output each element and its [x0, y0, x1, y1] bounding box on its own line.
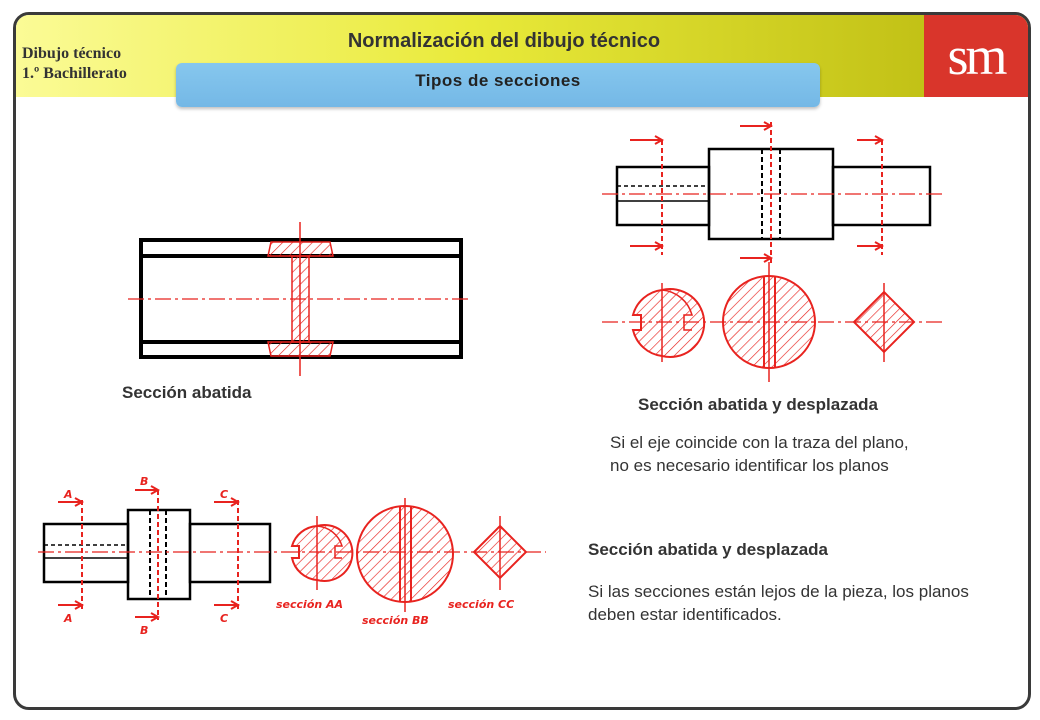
caption-top-right: Sección abatida y desplazada	[638, 395, 878, 414]
plane-letter-c-top: C	[220, 488, 228, 501]
subtitle: Tipos de secciones	[415, 71, 581, 90]
plane-letter-b-top: B	[140, 475, 148, 488]
sections-bottom: sección AA sección BB sección CC	[276, 498, 546, 627]
main-title: Normalización del dibujo técnico	[347, 30, 661, 52]
plane-letter-b-bottom: B	[140, 624, 148, 637]
caption-left: Sección abatida	[122, 383, 252, 402]
plane-letter-c-bottom: C	[220, 612, 228, 625]
subtitle-bar: Tipos de secciones	[176, 63, 820, 107]
section-label-aa: sección AA	[276, 598, 343, 611]
note-bottom: Si las secciones están lejos de la pieza…	[588, 582, 969, 624]
caption-bottom: Sección abatida y desplazada	[588, 540, 828, 559]
note-top-right: Si el eje coincide con la traza del plan…	[610, 433, 909, 475]
subject-line-2: 1.º Bachillerato	[22, 65, 127, 82]
sm-logo: sm	[924, 15, 1028, 97]
shaft-drawing-bottom: A B C A B C	[38, 475, 282, 637]
subject-line-1: Dibujo técnico	[22, 45, 122, 62]
subject-label: Dibujo técnico 1.º Bachillerato	[22, 44, 127, 84]
sections-top-right	[602, 262, 944, 382]
plane-letter-a-top: A	[63, 488, 73, 501]
section-label-bb: sección BB	[362, 614, 429, 627]
section-label-cc: sección CC	[448, 598, 514, 611]
tube-drawing	[128, 222, 472, 376]
shaft-drawing	[602, 121, 944, 265]
plane-letter-a-bottom: A	[63, 612, 73, 625]
